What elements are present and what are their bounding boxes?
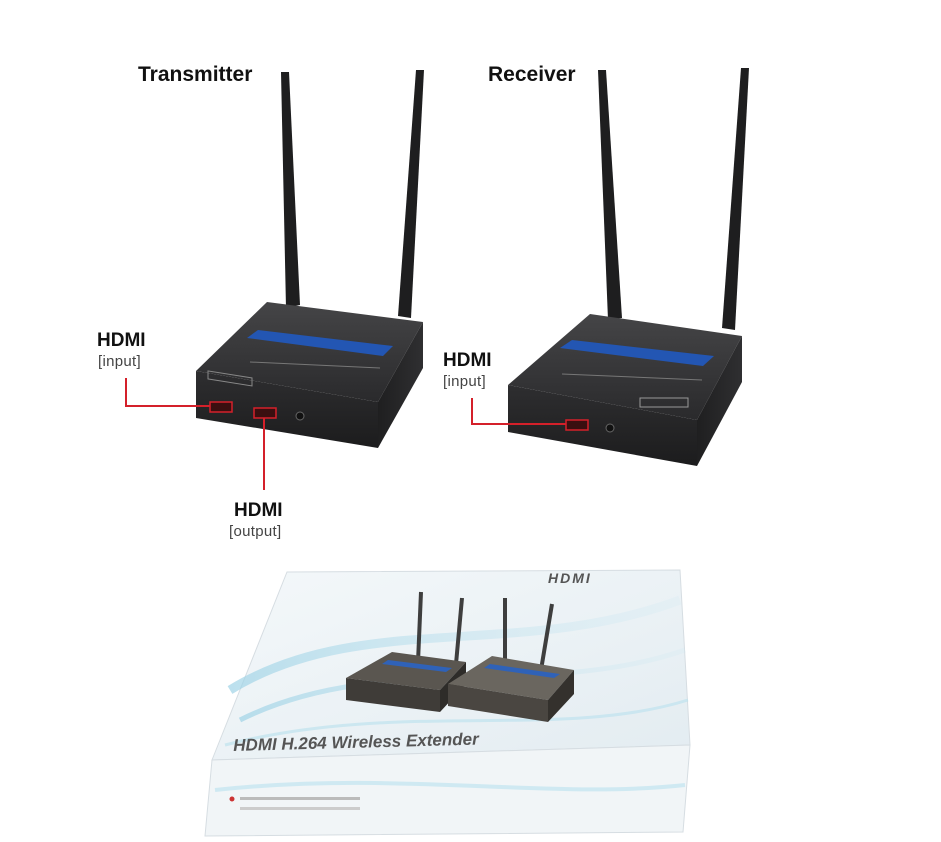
box-front-face xyxy=(204,744,691,837)
tx-input-sublabel: [input] xyxy=(98,353,141,370)
tx-output-sublabel: [output] xyxy=(229,523,282,540)
transmitter-hdmi-output-port xyxy=(253,407,277,419)
receiver-blue-strip xyxy=(560,340,714,366)
transmitter-device xyxy=(196,70,424,448)
transmitter-antenna-left xyxy=(281,72,300,308)
transmitter-top xyxy=(196,302,423,402)
transmitter-dc-jack xyxy=(295,411,305,421)
box-image-receiver xyxy=(448,598,574,722)
transmitter-hdmi-input-port xyxy=(209,401,233,413)
receiver-antenna-left xyxy=(598,70,622,320)
box-brand-logo: HDMI xyxy=(548,570,592,586)
receiver-top xyxy=(508,314,742,420)
transmitter-blue-strip xyxy=(247,330,393,356)
receiver-title: Receiver xyxy=(488,63,576,86)
rx-input-sublabel: [input] xyxy=(443,373,486,390)
receiver-dc-jack xyxy=(605,423,615,433)
receiver-hdmi-port xyxy=(565,419,589,431)
transmitter-title: Transmitter xyxy=(138,63,253,86)
receiver-device xyxy=(508,68,749,466)
box-image-transmitter xyxy=(346,591,466,712)
receiver-side xyxy=(697,336,742,466)
tx-input-callout-line xyxy=(125,378,210,407)
transmitter-front xyxy=(196,371,378,448)
tx-output-label: HDMI xyxy=(234,500,283,521)
transmitter-side xyxy=(378,322,423,448)
receiver-front xyxy=(508,385,697,466)
rx-input-label: HDMI xyxy=(443,350,492,371)
transmitter-antenna-right xyxy=(398,70,424,318)
tx-input-label: HDMI xyxy=(97,330,146,351)
product-box xyxy=(204,569,691,837)
rx-input-callout-line xyxy=(471,398,566,425)
receiver-antenna-right xyxy=(722,68,749,330)
